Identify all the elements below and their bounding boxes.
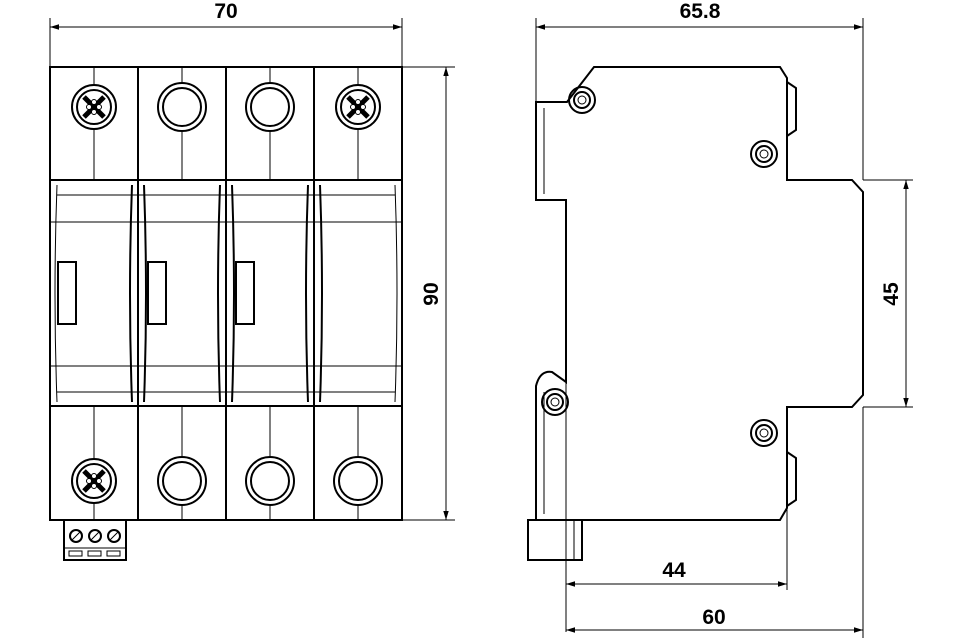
front-height-label: 90 xyxy=(420,282,443,305)
side-screw-bottom-right xyxy=(750,419,778,447)
dimension-side-base-depth: 60 xyxy=(566,407,864,638)
front-view: 70 90 xyxy=(49,0,455,561)
terminal-bottom-2 xyxy=(157,456,207,506)
side-depth-label: 65.8 xyxy=(680,0,721,23)
terminal-top-2 xyxy=(157,82,207,132)
dimension-side-inner-depth: 44 xyxy=(565,382,788,632)
screw-terminal-bottom-1 xyxy=(72,459,116,503)
side-inner-depth-label: 44 xyxy=(662,559,686,582)
side-body-outline xyxy=(535,66,864,521)
side-base-depth-label: 60 xyxy=(702,606,725,629)
screw-terminal-top-1 xyxy=(72,85,116,129)
status-window-3 xyxy=(235,261,255,325)
side-screw-top-left xyxy=(568,86,596,114)
side-view: 65.8 45 44 60 xyxy=(527,0,913,638)
terminal-bottom-3 xyxy=(245,456,295,506)
dimension-side-rail-height: 45 xyxy=(863,179,913,408)
side-rail-height-label: 45 xyxy=(880,282,903,306)
screw-terminal-top-4 xyxy=(336,85,380,129)
din-clip xyxy=(527,519,583,561)
terminal-bottom-4 xyxy=(333,456,383,506)
side-screw-top-right xyxy=(750,140,778,168)
dimension-front-height: 90 xyxy=(402,66,455,521)
dimension-front-width: 70 xyxy=(49,0,403,67)
terminal-top-3 xyxy=(245,82,295,132)
status-window-2 xyxy=(147,261,167,325)
side-screw-bottom-left xyxy=(541,388,569,416)
front-width-label: 70 xyxy=(214,0,237,23)
dimension-side-depth: 65.8 xyxy=(535,0,864,180)
status-window-1 xyxy=(57,261,77,325)
remote-contact-connector xyxy=(63,519,127,561)
